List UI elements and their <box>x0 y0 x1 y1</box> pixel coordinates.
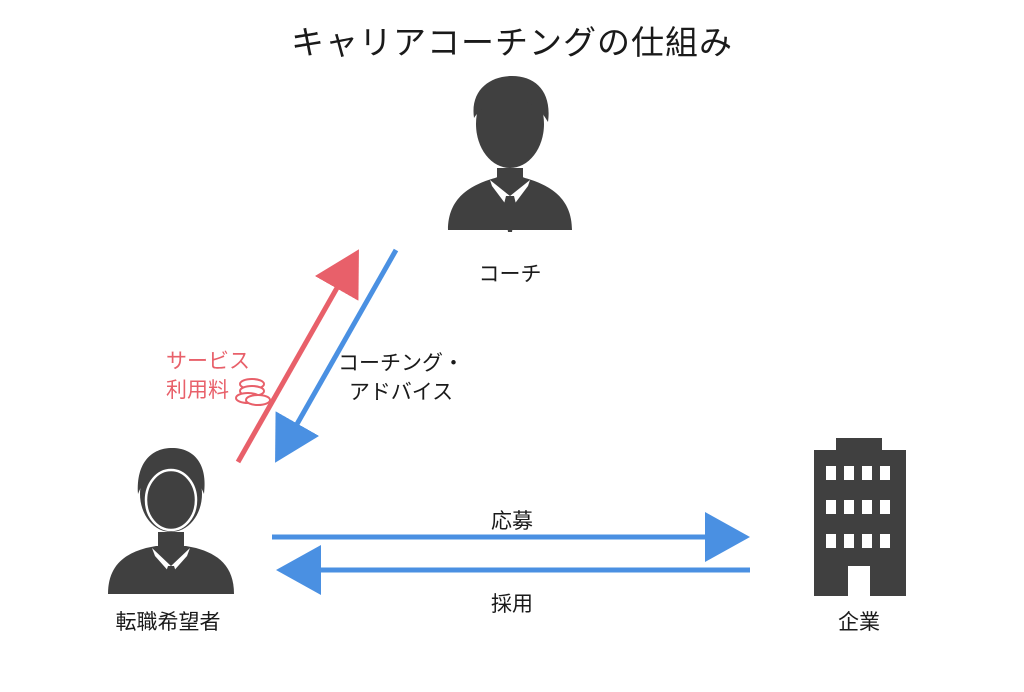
application-label: 応募 <box>491 509 533 533</box>
service-fee-line-2: 利用料 <box>166 378 229 402</box>
businessman-icon <box>448 76 572 232</box>
service-fee-line-1: サービス <box>166 349 250 373</box>
person-icon <box>108 448 234 594</box>
company-label: 企業 <box>838 610 880 634</box>
diagram-title: キャリアコーチングの仕組み <box>291 23 733 62</box>
service-fee-label: サービス 利用料 <box>166 347 250 405</box>
coach-label: コーチ <box>478 262 542 286</box>
office-building-icon <box>814 438 906 596</box>
coaching-arrow <box>275 248 399 463</box>
job-seeker-label: 転職希望者 <box>115 610 221 634</box>
coaching-advice-line-1: コーチング・ <box>338 351 464 375</box>
coaching-advice-line-2: アドバイス <box>348 380 454 404</box>
coaching-advice-label: コーチング・ アドバイス <box>338 349 464 407</box>
service-fee-arrow <box>235 249 359 464</box>
coins-icon <box>235 378 271 406</box>
hiring-label: 採用 <box>491 592 533 616</box>
